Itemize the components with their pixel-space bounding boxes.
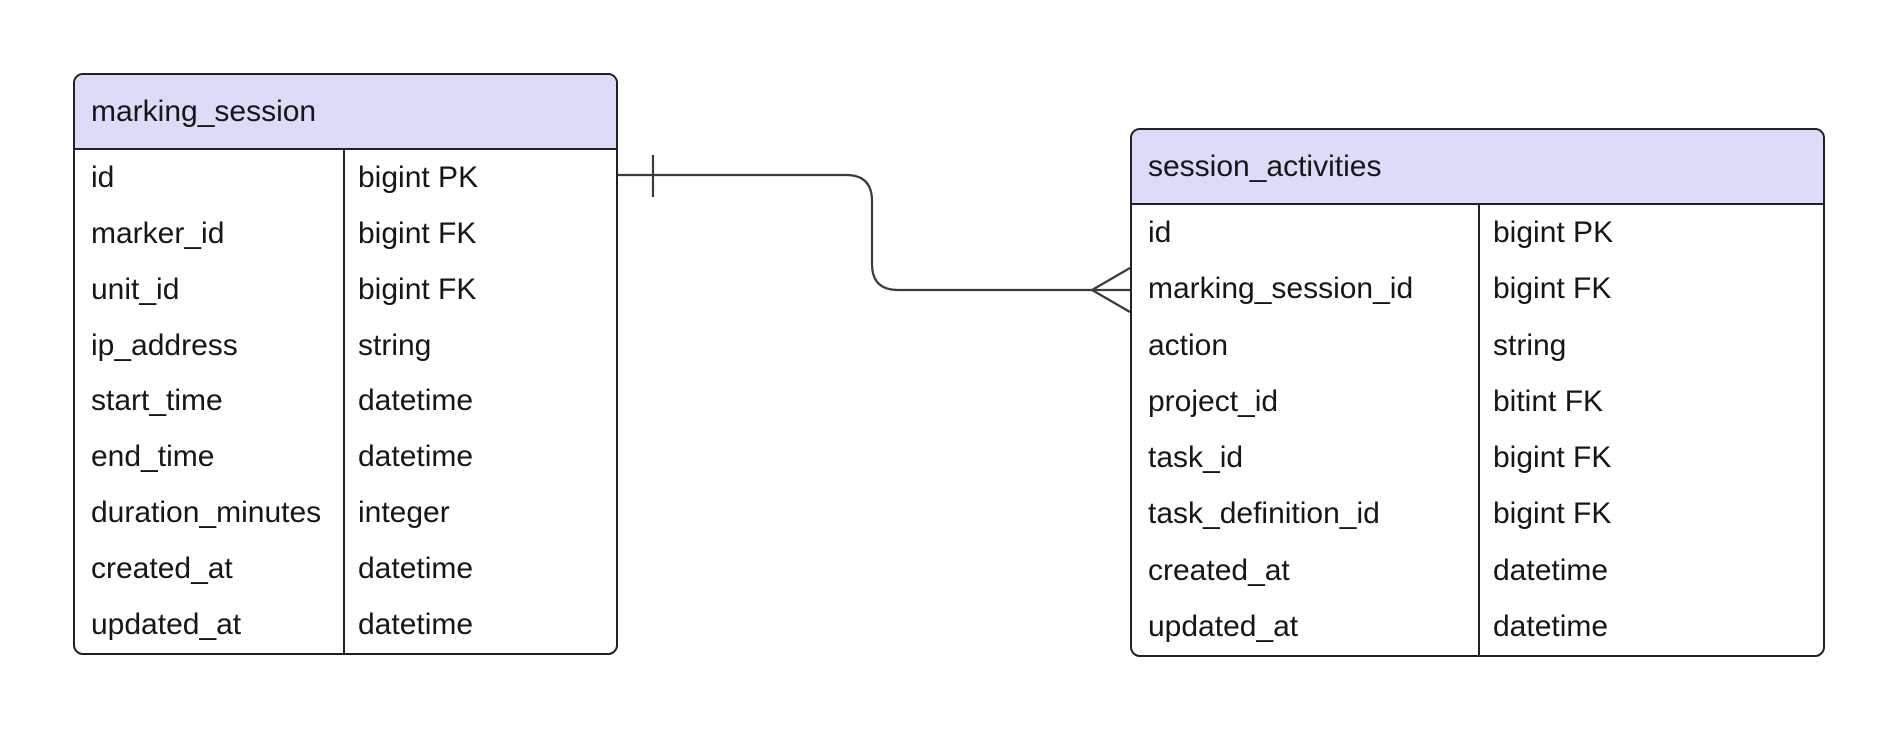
attribute-row: updated_at datetime xyxy=(75,597,616,653)
attribute-type: datetime xyxy=(358,384,474,418)
attribute-name: end_time xyxy=(75,429,345,486)
attribute-type: bigint FK xyxy=(1493,272,1612,306)
attribute-type: bigint FK xyxy=(358,272,477,306)
attribute-name: marking_session_id xyxy=(1132,261,1480,318)
attribute-name: marker_id xyxy=(75,205,345,262)
attribute-name: created_at xyxy=(1132,542,1480,599)
attribute-name: created_at xyxy=(75,541,345,598)
attribute-type: bitint FK xyxy=(1493,384,1604,418)
attribute-type: string xyxy=(358,328,432,362)
attribute-row: created_at datetime xyxy=(75,541,616,598)
attribute-row: marker_id bigint FK xyxy=(75,205,616,262)
attribute-row: action string xyxy=(1132,317,1823,374)
entity-header: session_activities xyxy=(1132,130,1823,205)
attribute-name: duration_minutes xyxy=(75,485,345,542)
attribute-type: string xyxy=(1493,328,1567,362)
attribute-name: project_id xyxy=(1132,373,1480,430)
attribute-row: ip_address string xyxy=(75,317,616,374)
attribute-type: datetime xyxy=(358,608,474,642)
attribute-row: task_id bigint FK xyxy=(1132,430,1823,487)
attribute-name: action xyxy=(1132,317,1480,374)
attribute-name: updated_at xyxy=(75,597,345,653)
entity-header: marking_session xyxy=(75,75,616,150)
attribute-name: start_time xyxy=(75,373,345,430)
attribute-name: id xyxy=(1132,205,1480,262)
attribute-name: task_id xyxy=(1132,430,1480,487)
attribute-row: project_id bitint FK xyxy=(1132,373,1823,430)
entity-title: marking_session xyxy=(91,94,317,128)
attribute-name: task_definition_id xyxy=(1132,486,1480,543)
attribute-type: datetime xyxy=(1493,609,1609,643)
attribute-type: bigint FK xyxy=(1493,441,1612,475)
attribute-name: ip_address xyxy=(75,317,345,374)
attribute-row: id bigint PK xyxy=(75,150,616,206)
attribute-type: bigint PK xyxy=(1493,216,1614,250)
entity-session-activities: session_activities id bigint PK marking_se… xyxy=(1130,128,1825,657)
attribute-type: datetime xyxy=(1493,553,1609,587)
many-cardinality-crowfoot-icon xyxy=(1091,267,1131,313)
attribute-type: datetime xyxy=(358,440,474,474)
attribute-type: integer xyxy=(358,496,450,530)
attribute-name: updated_at xyxy=(1132,598,1480,655)
attribute-row: duration_minutes integer xyxy=(75,485,616,542)
attribute-row: updated_at datetime xyxy=(1132,598,1823,655)
attribute-name: id xyxy=(75,150,345,206)
entity-title: session_activities xyxy=(1148,149,1382,183)
attribute-row: created_at datetime xyxy=(1132,542,1823,599)
attribute-type: datetime xyxy=(358,552,474,586)
attribute-row: id bigint PK xyxy=(1132,205,1823,262)
attribute-name: unit_id xyxy=(75,261,345,318)
attribute-row: start_time datetime xyxy=(75,373,616,430)
attribute-type: bigint PK xyxy=(358,160,479,194)
attribute-row: task_definition_id bigint FK xyxy=(1132,486,1823,543)
relationship-line xyxy=(616,173,1092,292)
attribute-row: unit_id bigint FK xyxy=(75,261,616,318)
attribute-type: bigint FK xyxy=(1493,497,1612,531)
attribute-row: end_time datetime xyxy=(75,429,616,486)
attribute-row: marking_session_id bigint FK xyxy=(1132,261,1823,318)
attribute-type: bigint FK xyxy=(358,216,477,250)
